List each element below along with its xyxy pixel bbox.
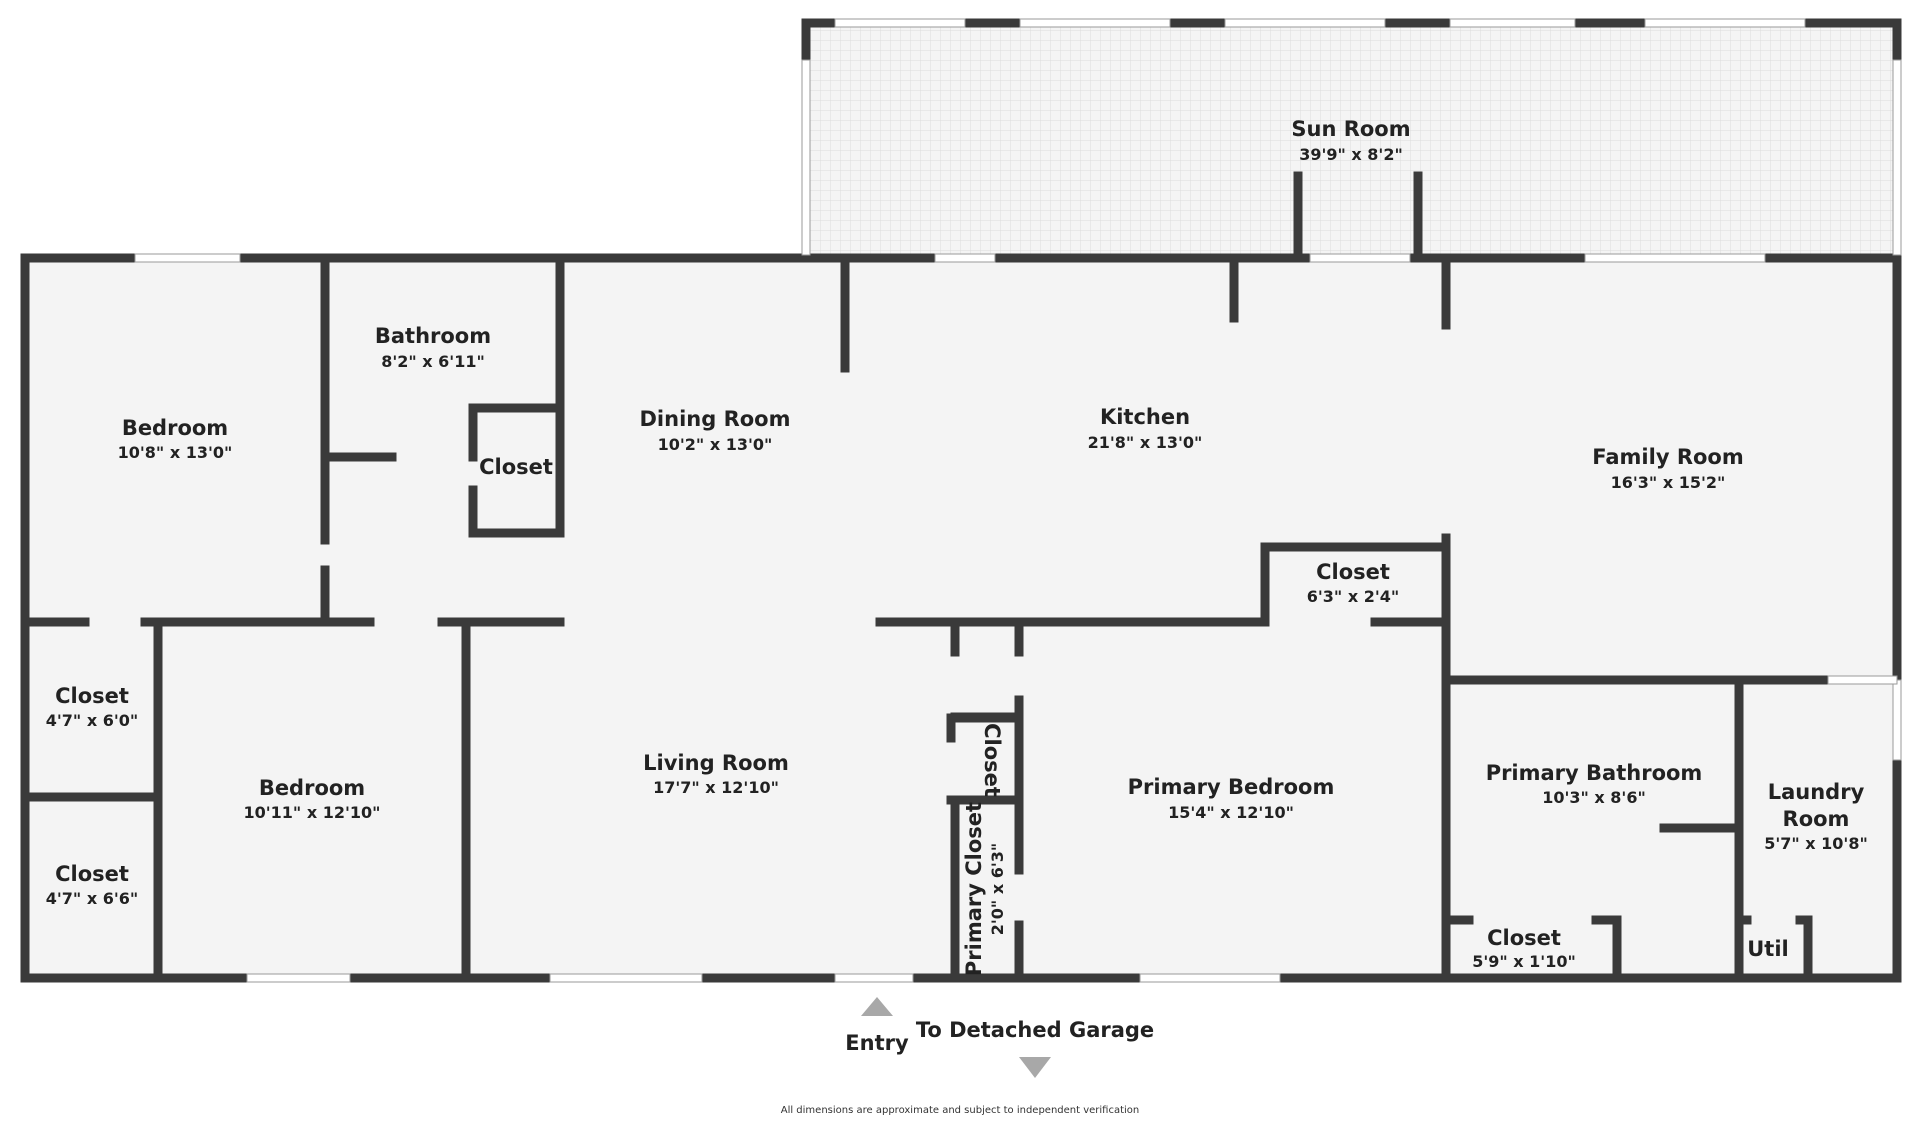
bedroom-2-dims: 10'11" x 12'10" <box>244 803 381 822</box>
kitchen-dims: 21'8" x 13'0" <box>1088 433 1203 452</box>
closet-b-dims: 4'7" x 6'6" <box>46 889 138 908</box>
dining-room-dims: 10'2" x 13'0" <box>658 435 773 454</box>
kitchen-closet-name: Closet <box>1316 560 1390 584</box>
primary-bedroom-name: Primary Bedroom <box>1128 775 1335 799</box>
bedroom-1-dims: 10'8" x 13'0" <box>118 443 233 462</box>
sun-room-dims: 39'9" x 8'2" <box>1299 145 1403 164</box>
bedroom-2-name: Bedroom <box>259 776 365 800</box>
kitchen-closet-dims: 6'3" x 2'4" <box>1307 587 1399 606</box>
closet-a-dims: 4'7" x 6'0" <box>46 711 138 730</box>
walls <box>20 18 1902 983</box>
bedroom-1-name: Bedroom <box>122 416 228 440</box>
kitchen-name: Kitchen <box>1100 405 1190 429</box>
util-name: Util <box>1747 937 1789 961</box>
dining-room-name: Dining Room <box>640 407 791 431</box>
closet-b-name: Closet <box>55 862 129 886</box>
garage-arrow-icon <box>1019 1057 1051 1078</box>
sun-room-name: Sun Room <box>1291 117 1410 141</box>
laundry-room-name-line1: Laundry <box>1768 780 1865 804</box>
entry-arrow-icon <box>861 997 893 1016</box>
laundry-room-dims: 5'7" x 10'8" <box>1764 834 1868 853</box>
living-room-dims: 17'7" x 12'10" <box>653 778 779 797</box>
bath-closet-name: Closet <box>479 455 553 479</box>
primary-closet-dims: 2'0" x 6'3" <box>988 843 1007 935</box>
bathroom-dims: 8'2" x 6'11" <box>381 352 485 371</box>
primary-bedroom-dims: 15'4" x 12'10" <box>1168 803 1294 822</box>
primary-bathroom-name: Primary Bathroom <box>1486 761 1703 785</box>
living-room-name: Living Room <box>643 751 789 775</box>
closet-a-name: Closet <box>55 684 129 708</box>
bathroom-name: Bathroom <box>375 324 491 348</box>
family-room-dims: 16'3" x 15'2" <box>1611 473 1726 492</box>
laundry-room-name-line2: Room <box>1783 807 1850 831</box>
primary-bath-closet-name: Closet <box>1487 926 1561 950</box>
sun-room-floor <box>807 25 1897 257</box>
disclaimer: All dimensions are approximate and subje… <box>781 1105 1140 1116</box>
primary-bath-closet-dims: 5'9" x 1'10" <box>1472 952 1576 971</box>
garage-label: To Detached Garage <box>916 1018 1154 1042</box>
windows <box>134 18 1902 983</box>
entry-label: Entry <box>845 1031 909 1055</box>
primary-bathroom-dims: 10'3" x 8'6" <box>1542 788 1646 807</box>
family-room-name: Family Room <box>1592 445 1743 469</box>
vertical-closet-name: Closet <box>980 723 1004 797</box>
primary-closet-name: Primary Closet <box>962 802 986 976</box>
